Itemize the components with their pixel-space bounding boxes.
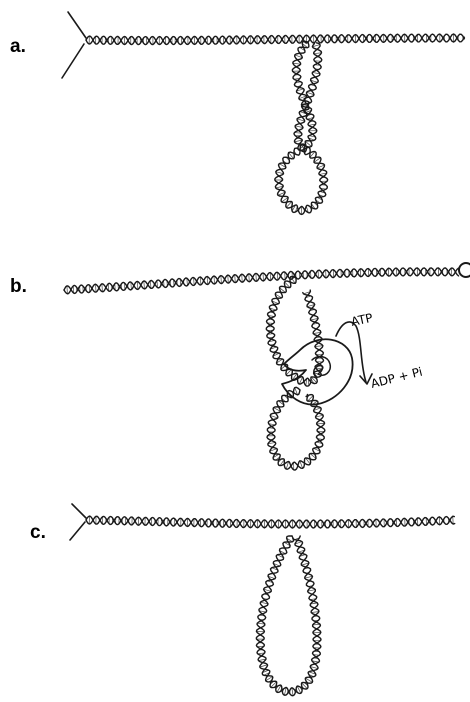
helix-rung [314,53,321,54]
helix-rung [293,63,300,64]
helix-rung [315,346,322,347]
panel-a-double-helix [86,34,464,214]
panel-c-double-helix [86,516,455,696]
adp-pi-label: ADP + Pi [369,365,424,391]
panel-c-label: c. [30,522,46,543]
panel-a-label: a. [10,36,26,57]
panel-b-label: b. [10,276,27,297]
panel-b-end-cap [459,263,470,277]
helix-rung [144,281,145,288]
panel-c: c. [30,504,455,696]
panel-a: a. [10,12,464,214]
helix-rung [317,423,324,424]
helix-strand [256,536,321,696]
helix-rung [276,172,283,174]
helix-strand [275,41,328,214]
panel-c-frayed-end [70,504,86,540]
helix-rung [292,688,293,695]
helix-rung [305,576,312,578]
atp-label: ATP [350,311,374,329]
panel-a-frayed-end [62,12,86,78]
helix-rung [312,612,319,613]
panel-b: b. ATP ADP + Pi [10,263,470,470]
